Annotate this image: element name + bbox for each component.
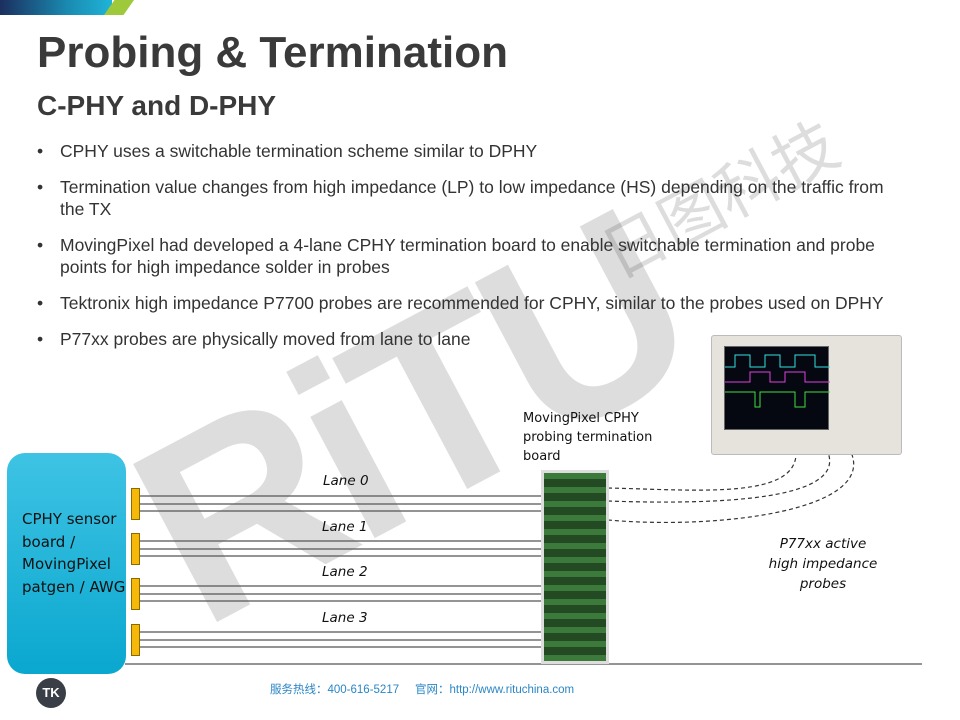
bullet-list: CPHY uses a switchable termination schem…: [37, 140, 907, 364]
bullet-item: P77xx probes are physically moved from l…: [37, 328, 907, 350]
footer-hotline: 服务热线：400-616-5217: [270, 684, 400, 696]
source-board-label: CPHY sensor board / MovingPixel patgen /…: [22, 510, 126, 596]
header-bar: [0, 0, 112, 15]
oscilloscope-image: [711, 335, 902, 455]
page-subtitle: C-PHY and D-PHY: [37, 90, 277, 121]
lane-label: Lane 3: [322, 610, 368, 626]
bullet-item: Termination value changes from high impe…: [37, 176, 907, 220]
bullet-item: CPHY uses a switchable termination schem…: [37, 140, 907, 162]
probe-label: P77xx active high impedance probes: [768, 536, 878, 592]
lane-label: Lane 2: [322, 564, 368, 580]
lane-connector: [131, 578, 140, 610]
bullet-item: Tektronix high impedance P7700 probes ar…: [37, 292, 907, 314]
footer-website[interactable]: 官网：http://www.rituchina.com: [415, 684, 575, 696]
source-board-box: CPHY sensor board / MovingPixel patgen /…: [7, 453, 126, 674]
lane-connector: [131, 488, 140, 520]
page-title: Probing & Termination: [37, 28, 508, 77]
lane-label: Lane 0: [323, 473, 369, 489]
board-label: MovingPixel CPHY probing termination boa…: [523, 411, 653, 464]
lane-label: Lane 1: [322, 519, 368, 535]
bullet-item: MovingPixel had developed a 4-lane CPHY …: [37, 234, 907, 278]
lane-connector: [131, 624, 140, 656]
scope-screen: [724, 346, 830, 430]
company-logo: TK: [36, 678, 66, 708]
termination-board-image: [541, 470, 609, 664]
lane-connector: [131, 533, 140, 565]
